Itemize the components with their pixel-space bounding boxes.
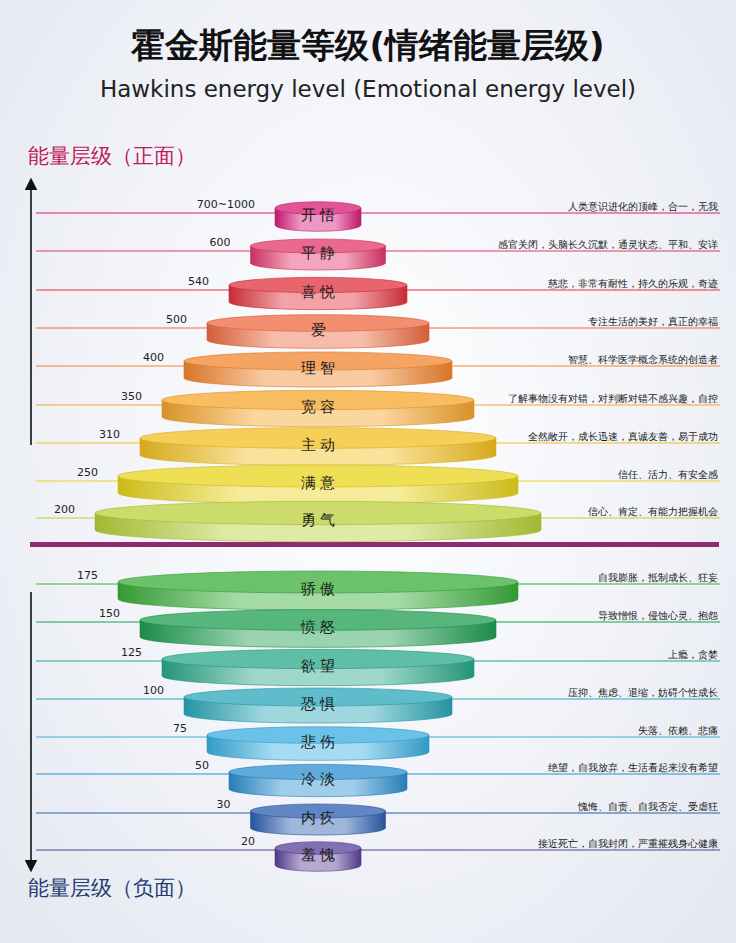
- level-number: 175: [77, 570, 98, 583]
- disc-shape: [0, 675, 736, 735]
- disc-shape: [0, 186, 736, 246]
- divider-bar: [30, 542, 719, 547]
- section-label: 能量层级（负面）: [28, 876, 196, 900]
- level-name: 骄傲: [297, 581, 339, 598]
- level-number: 200: [54, 504, 75, 517]
- energy-level-disc: 540 喜悦 慈悲，非常有耐性，持久的乐观，奇迹: [0, 263, 736, 323]
- level-number: 500: [166, 314, 187, 327]
- level-description: 智慧、科学医学概念系统的创造者: [568, 354, 718, 366]
- level-number: 100: [143, 685, 164, 698]
- level-description: 人类意识进化的顶峰，合一，无我: [568, 201, 718, 213]
- subtitle: Hawkins energy level (Emotional energy l…: [0, 76, 736, 102]
- down-arrow: [30, 592, 32, 866]
- level-name: 宽容: [297, 399, 339, 416]
- level-description: 了解事物没有对错，对判断对错不感兴趣，自控: [508, 393, 718, 405]
- energy-level-disc: 150 愤怒 导致憎恨，侵蚀心灵、抱怨: [0, 598, 736, 658]
- level-number: 75: [173, 723, 187, 736]
- up-arrow: [30, 184, 32, 445]
- level-description: 失落、依赖、悲痛: [638, 725, 718, 737]
- level-name: 爱: [307, 322, 330, 339]
- energy-level-disc: 700~1000 开悟 人类意识进化的顶峰，合一，无我: [0, 186, 736, 246]
- energy-level-disc: 400 理智 智慧、科学医学概念系统的创造者: [0, 339, 736, 399]
- level-number: 700~1000: [197, 199, 255, 212]
- level-description: 上瘾，贪婪: [668, 649, 718, 661]
- level-number: 125: [121, 647, 142, 660]
- level-description: 自我膨胀，抵制成长、狂妄: [598, 572, 718, 584]
- level-name: 主动: [297, 437, 339, 454]
- energy-level-disc: 600 平静 感官关闭，头脑长久沉默，通灵状态、平和、安详: [0, 224, 736, 284]
- level-name: 悲伤: [297, 734, 339, 751]
- level-number: 30: [217, 799, 231, 812]
- energy-level-disc: 100 恐惧 压抑、焦虑、退缩，妨碍个性成长: [0, 675, 736, 735]
- level-description: 愧悔、自责、自我否定、受虐狂: [578, 801, 718, 813]
- level-name: 勇气: [297, 512, 339, 529]
- level-name: 恐惧: [297, 696, 339, 713]
- level-number: 310: [99, 429, 120, 442]
- level-description: 感官关闭，头脑长久沉默，通灵状态、平和、安详: [498, 239, 718, 251]
- level-description: 全然敞开，成长迅速，真诚友善，易于成功: [528, 431, 718, 443]
- level-number: 400: [143, 352, 164, 365]
- level-name: 喜悦: [297, 284, 339, 301]
- disc-shape: [0, 491, 736, 551]
- level-name: 欲望: [297, 658, 339, 675]
- level-number: 600: [210, 237, 231, 250]
- leader-lines: [36, 213, 720, 850]
- energy-level-disc: 500 爱 专注生活的美好，真正的幸福: [0, 301, 736, 361]
- level-name: 开悟: [297, 207, 339, 224]
- level-description: 信任、活力、有安全感: [618, 469, 718, 481]
- level-name: 平静: [297, 245, 339, 262]
- level-description: 慈悲，非常有耐性，持久的乐观，奇迹: [548, 278, 718, 290]
- level-name: 愤怒: [297, 619, 339, 636]
- level-number: 250: [77, 467, 98, 480]
- level-description: 接近死亡，自我封闭，严重摧残身心健康: [538, 838, 718, 850]
- disc-shape: [0, 224, 736, 284]
- level-number: 50: [195, 760, 209, 773]
- level-description: 导致憎恨，侵蚀心灵、抱怨: [598, 610, 718, 622]
- level-description: 专注生活的美好，真正的幸福: [588, 316, 718, 328]
- level-name: 冷淡: [297, 771, 339, 788]
- level-number: 540: [188, 276, 209, 289]
- disc-shape: [0, 598, 736, 658]
- disc-shape: [0, 301, 736, 361]
- level-description: 压抑、焦虑、退缩，妨碍个性成长: [568, 687, 718, 699]
- energy-level-disc: 200 勇气 信心、肯定、有能力把握机会: [0, 491, 736, 551]
- disc-shape: [0, 339, 736, 399]
- level-number: 350: [121, 391, 142, 404]
- level-number: 20: [241, 836, 255, 849]
- level-name: 羞愧: [297, 847, 339, 864]
- level-description: 信心、肯定、有能力把握机会: [588, 506, 718, 518]
- section-label: 能量层级（正面）: [28, 144, 196, 168]
- level-description: 绝望，自我放弃，生活看起来没有希望: [548, 762, 718, 774]
- level-name: 满意: [297, 475, 339, 492]
- level-name: 理智: [297, 360, 339, 377]
- title: 霍金斯能量等级(情绪能量层级): [0, 26, 736, 65]
- disc-shape: [0, 263, 736, 323]
- level-number: 150: [99, 608, 120, 621]
- level-name: 内疚: [297, 810, 339, 827]
